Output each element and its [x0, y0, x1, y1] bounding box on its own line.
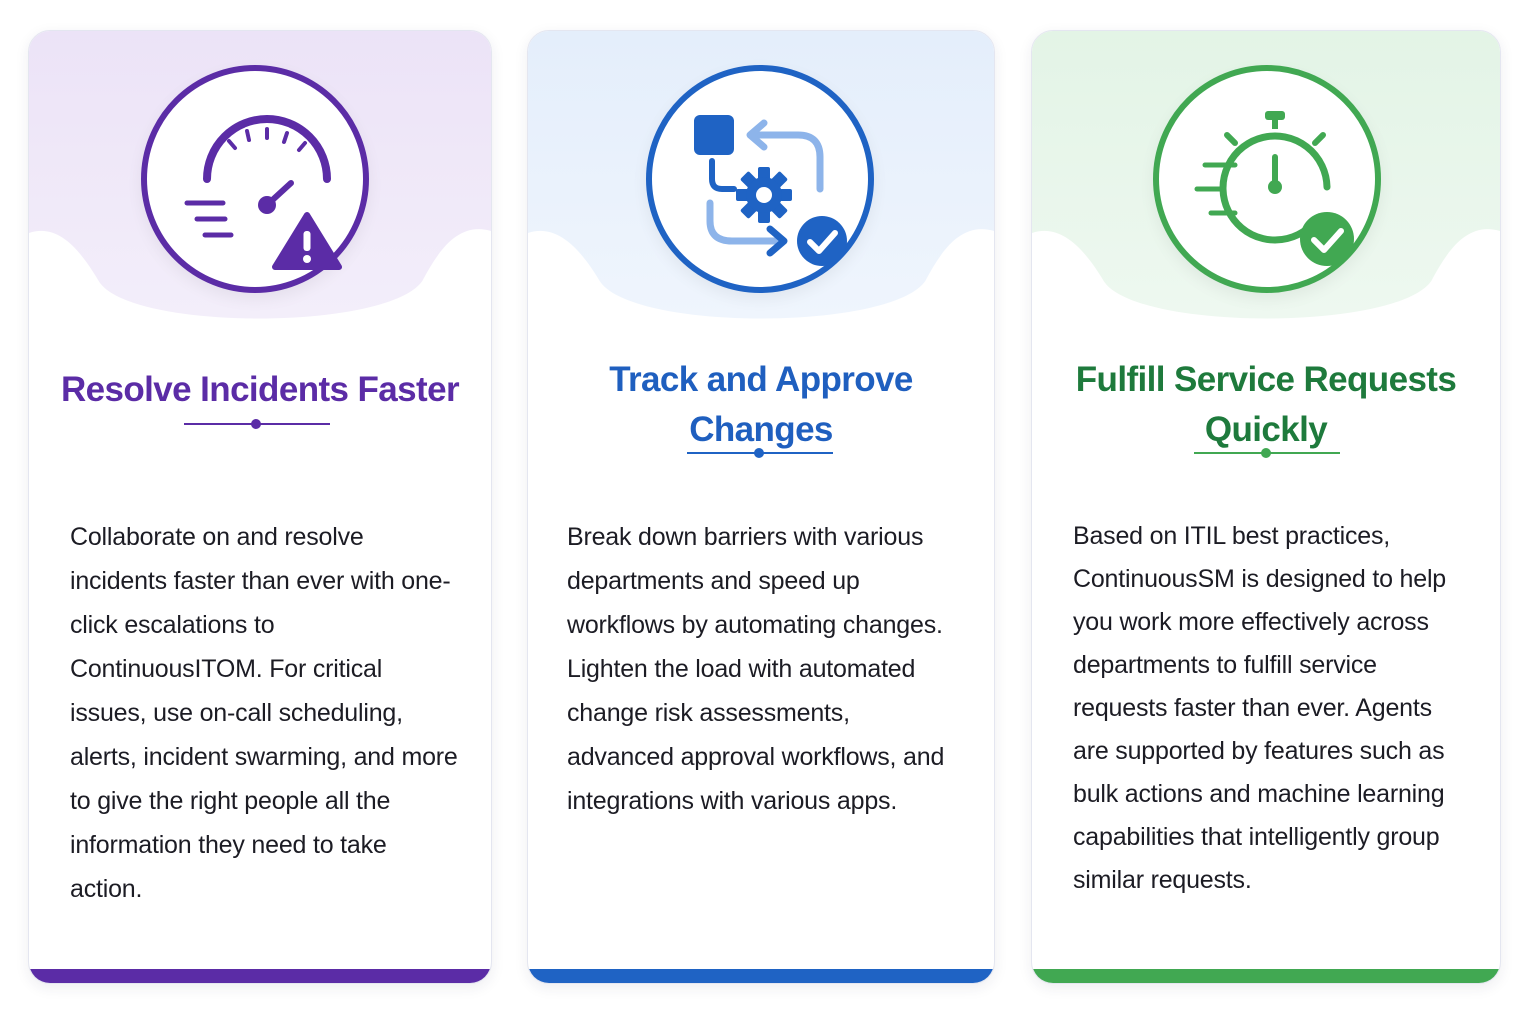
card-description: Break down barriers with various departm… [567, 523, 945, 815]
feature-card-changes: Track and Approve Changes Break down bar… [527, 30, 995, 984]
card-description: Based on ITIL best practices, Continuous… [1073, 522, 1447, 894]
stopwatch-check-icon [1153, 65, 1381, 293]
speedometer-warning-icon [141, 65, 369, 293]
feature-card-incidents: Resolve Incidents Faster Collaborate on … [28, 30, 492, 984]
card-title: Fulfill Service Requests Quickly [1075, 360, 1457, 449]
title-divider [1194, 447, 1340, 459]
card-description: Collaborate on and resolve incidents fas… [70, 523, 458, 903]
card-title: Resolve Incidents Faster [61, 370, 460, 409]
title-divider [687, 447, 833, 459]
card-accent-bar [528, 969, 994, 983]
card-accent-bar [29, 969, 491, 983]
card-accent-bar [1032, 969, 1500, 983]
feature-card-requests: Fulfill Service Requests Quickly Based o… [1031, 30, 1501, 984]
title-divider [184, 418, 330, 430]
card-title: Track and Approve Changes [609, 360, 913, 449]
workflow-gear-check-icon [646, 65, 874, 293]
